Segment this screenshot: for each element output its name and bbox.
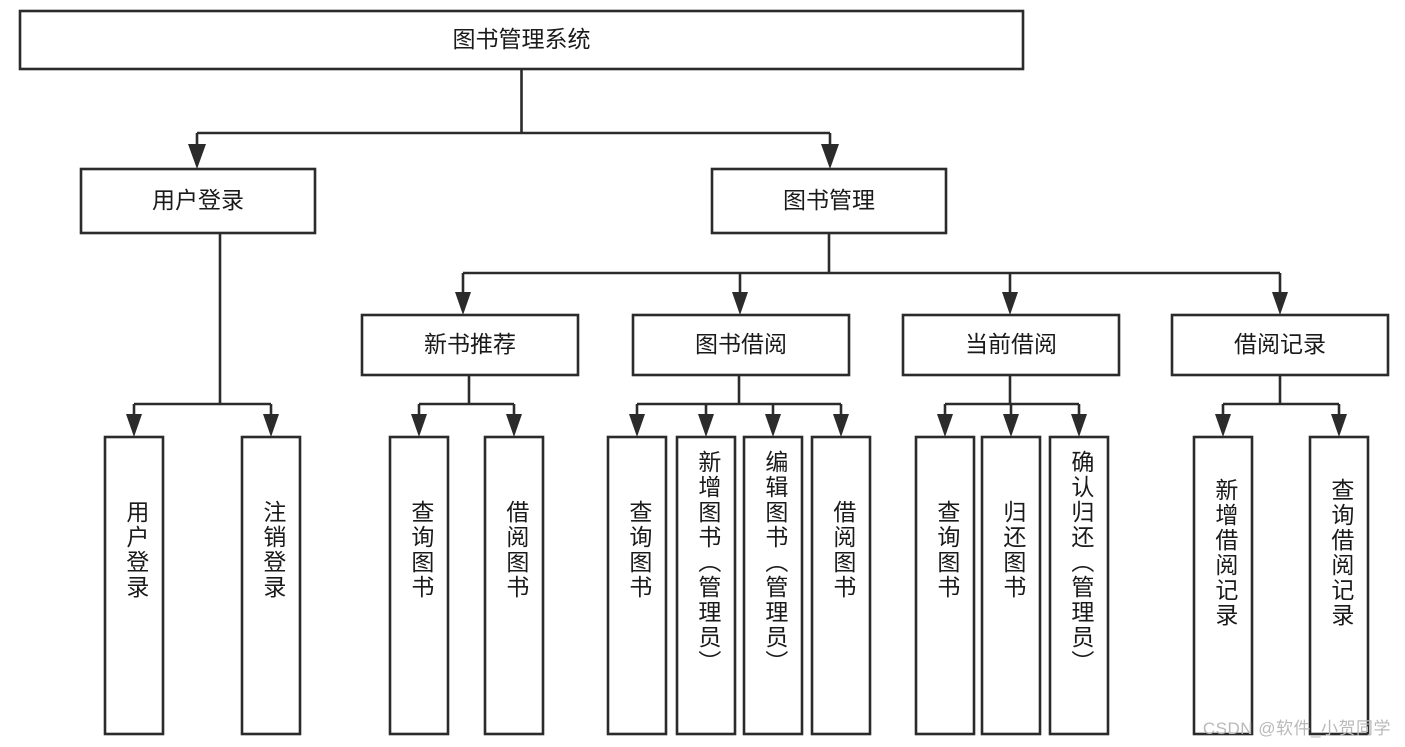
leaf-query-book-2-label: 查询图书 — [626, 500, 653, 600]
leaf-user-login-label: 用户登录 — [123, 500, 150, 600]
arrow-head-leaf-query-book-2 — [629, 414, 645, 437]
arrow-head-book-borrow — [732, 292, 748, 315]
leaf-node-query-book-1[interactable]: 查询图书 — [388, 435, 450, 736]
node-root-label: 图书管理系统 — [453, 26, 591, 52]
leaf-edit-book-box[interactable] — [742, 435, 804, 736]
node-book-management-label: 图书管理 — [783, 187, 875, 213]
leaf-query-book-1-box[interactable] — [388, 435, 450, 736]
connector-group-current-borrow — [937, 375, 1087, 437]
leaf-edit-book-label: 编辑图书（管理员） — [762, 450, 789, 675]
arrow-head-leaf-query-record — [1331, 414, 1347, 437]
arrow-head-leaf-query-book-1 — [411, 414, 427, 437]
arrow-head-borrow-record — [1272, 292, 1288, 315]
node-current-borrow-label: 当前借阅 — [965, 331, 1057, 357]
node-root-box[interactable] — [18, 9, 1025, 71]
leaf-confirm-return-box[interactable] — [1048, 435, 1110, 736]
connector-group-new-book-recommend — [411, 375, 522, 437]
leaf-node-query-record[interactable]: 查询借阅记录 — [1308, 435, 1370, 736]
leaf-query-book-3-box[interactable] — [914, 435, 976, 736]
node-user-login[interactable]: 用户登录 — [79, 167, 317, 235]
arrow-head-book-management — [821, 144, 839, 169]
arrow-head-leaf-edit-book — [765, 414, 781, 437]
leaf-logout-login-label: 注销登录 — [260, 500, 287, 600]
leaf-logout-login-box[interactable] — [240, 435, 302, 736]
leaf-query-book-2-box[interactable] — [606, 435, 668, 736]
node-new-book-recommend[interactable]: 新书推荐 — [360, 313, 580, 377]
arrow-head-leaf-logout-login — [263, 414, 279, 437]
leaf-node-borrow-book-2[interactable]: 借阅图书 — [810, 435, 872, 736]
node-borrow-record[interactable]: 借阅记录 — [1170, 313, 1390, 377]
arrow-head-leaf-borrow-book-2 — [833, 414, 849, 437]
node-book-borrow[interactable]: 图书借阅 — [631, 313, 851, 377]
node-book-management-box[interactable] — [710, 167, 948, 235]
leaf-borrow-book-2-label: 借阅图书 — [830, 500, 857, 600]
leaf-node-add-record[interactable]: 新增借阅记录 — [1192, 435, 1254, 736]
leaf-node-edit-book[interactable]: 编辑图书（管理员） — [742, 435, 804, 736]
node-book-borrow-label: 图书借阅 — [695, 331, 787, 357]
leaf-borrow-book-2-box[interactable] — [810, 435, 872, 736]
node-user-login-box[interactable] — [79, 167, 317, 235]
connector-group-book-management — [455, 233, 1288, 315]
leaf-node-add-book[interactable]: 新增图书（管理员） — [675, 435, 737, 736]
leaf-query-book-3-label: 查询图书 — [934, 500, 961, 600]
node-current-borrow-box[interactable] — [901, 313, 1121, 377]
connector-group-root — [188, 69, 839, 169]
node-new-book-recommend-box[interactable] — [360, 313, 580, 377]
connector-group-user-login — [126, 233, 279, 437]
leaf-node-logout-login[interactable]: 注销登录 — [240, 435, 302, 736]
node-borrow-record-box[interactable] — [1170, 313, 1390, 377]
node-user-login-label: 用户登录 — [152, 187, 244, 213]
leaf-confirm-return-label: 确认归还（管理员） — [1068, 450, 1095, 675]
leaf-add-book-label: 新增图书（管理员） — [695, 450, 722, 675]
node-current-borrow[interactable]: 当前借阅 — [901, 313, 1121, 377]
leaf-add-book-box[interactable] — [675, 435, 737, 736]
leaf-node-query-book-3[interactable]: 查询图书 — [914, 435, 976, 736]
leaf-node-query-book-2[interactable]: 查询图书 — [606, 435, 668, 736]
leaf-borrow-book-1-label: 借阅图书 — [503, 500, 530, 600]
arrow-head-leaf-confirm-return — [1071, 414, 1087, 437]
leaf-query-record-label: 查询借阅记录 — [1328, 478, 1355, 628]
node-book-management[interactable]: 图书管理 — [710, 167, 948, 235]
leaf-query-book-1-label: 查询图书 — [408, 500, 435, 600]
leaf-return-book-label: 归还图书 — [1000, 500, 1027, 600]
node-book-borrow-box[interactable] — [631, 313, 851, 377]
leaf-add-record-label: 新增借阅记录 — [1212, 478, 1239, 628]
node-root[interactable]: 图书管理系统 — [18, 9, 1025, 71]
arrow-head-current-borrow — [1002, 292, 1018, 315]
arrow-head-user-login — [188, 144, 206, 169]
leaf-node-return-book[interactable]: 归还图书 — [980, 435, 1042, 736]
arrow-head-leaf-query-book-3 — [937, 414, 953, 437]
node-new-book-recommend-label: 新书推荐 — [424, 331, 516, 357]
leaf-node-confirm-return[interactable]: 确认归还（管理员） — [1048, 435, 1110, 736]
leaf-query-record-box[interactable] — [1308, 435, 1370, 736]
node-borrow-record-label: 借阅记录 — [1234, 331, 1326, 357]
leaf-node-user-login[interactable]: 用户登录 — [103, 435, 165, 736]
arrow-head-leaf-add-record — [1215, 414, 1231, 437]
leaf-return-book-box[interactable] — [980, 435, 1042, 736]
arrow-head-leaf-return-book — [1003, 414, 1019, 437]
arrow-head-leaf-borrow-book-1 — [506, 414, 522, 437]
leaf-user-login-box[interactable] — [103, 435, 165, 736]
connector-group-borrow-record — [1215, 375, 1347, 437]
arrow-head-leaf-user-login — [126, 414, 142, 437]
leaf-node-borrow-book-1[interactable]: 借阅图书 — [483, 435, 545, 736]
leaf-borrow-book-1-box[interactable] — [483, 435, 545, 736]
arrow-head-leaf-add-book — [698, 414, 714, 437]
connector-group-book-borrow — [629, 375, 849, 437]
arrow-head-new-book-recommend — [455, 292, 471, 315]
leaf-add-record-box[interactable] — [1192, 435, 1254, 736]
